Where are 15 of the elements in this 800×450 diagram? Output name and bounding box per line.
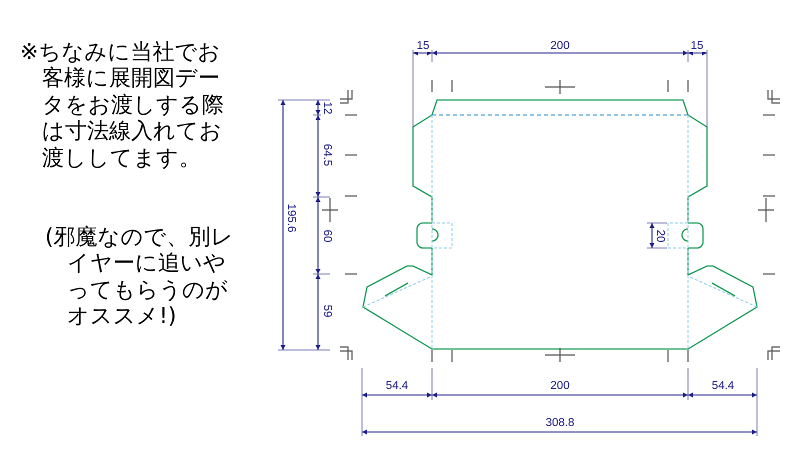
note-text: (邪魔なので、別レイヤーに追いやってもらうのがオススメ!) xyxy=(45,225,234,331)
dimension-label: 12 xyxy=(321,100,333,116)
dimension-label: 195.6 xyxy=(285,202,297,234)
dimension-label: 15 xyxy=(690,40,704,52)
dimension-label: 15 xyxy=(416,40,430,52)
dimension-label: 54.4 xyxy=(710,380,736,392)
dimension-label: 59 xyxy=(321,304,333,318)
dimension-label: 54.4 xyxy=(384,380,410,392)
dimension-label: 64.5 xyxy=(321,142,333,168)
dimension-label: 200 xyxy=(549,380,571,392)
dimension-label: 308.8 xyxy=(544,417,576,429)
dimension-label: 200 xyxy=(549,40,571,52)
note-text: ※ちなみに当社でお客様に展開図データをお渡しする際は寸法線入れてお渡ししてます。 xyxy=(20,40,225,172)
dimension-label: 60 xyxy=(321,228,333,244)
dimension-label: 20 xyxy=(654,228,666,244)
